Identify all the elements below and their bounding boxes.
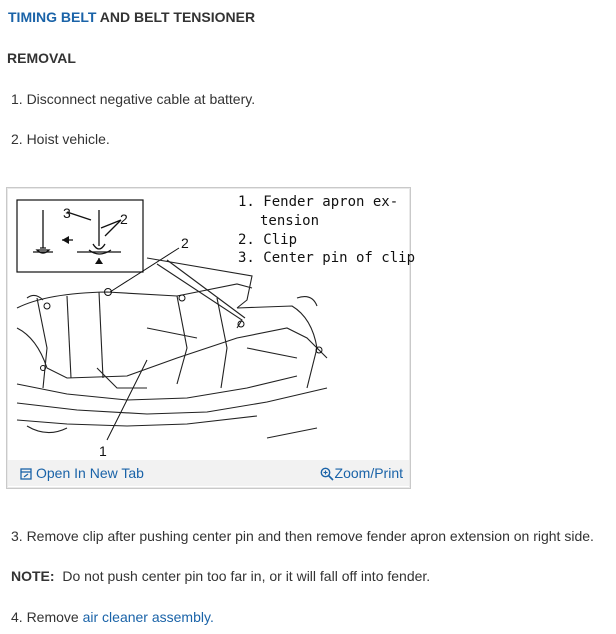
section-heading: REMOVAL: [7, 50, 76, 66]
zoom-print-link[interactable]: Zoom/Print: [320, 465, 403, 481]
title-link[interactable]: TIMING BELT: [8, 9, 97, 25]
legend-3: 3. Center pin of clip: [238, 250, 415, 266]
open-tab-label: Open In New Tab: [36, 465, 144, 481]
legend-2: 2. Clip: [238, 232, 297, 248]
new-tab-icon: [20, 468, 32, 480]
air-cleaner-link[interactable]: air cleaner assembly.: [82, 609, 214, 625]
note-label: NOTE:: [11, 568, 55, 584]
callout-2-inset: 2: [120, 211, 128, 227]
callout-3: 3: [63, 205, 71, 221]
step-4: 4. Remove air cleaner assembly.: [11, 609, 214, 625]
note-text: Do not push center pin too far in, or it…: [62, 568, 431, 584]
step-1: 1. Disconnect negative cable at battery.: [11, 91, 256, 107]
callout-2: 2: [181, 235, 189, 251]
legend-1: 1. Fender apron ex-: [238, 194, 398, 210]
open-in-new-tab-link[interactable]: Open In New Tab: [20, 465, 144, 481]
figure-panel: 3 2 2 1 1. Fender apron ex- tension 2. C…: [6, 187, 415, 489]
legend-1b: tension: [260, 213, 319, 229]
step-2: 2. Hoist vehicle.: [11, 131, 110, 147]
page-title: TIMING BELT AND BELT TENSIONER: [8, 9, 255, 25]
zoom-label: Zoom/Print: [334, 465, 403, 481]
fender-diagram: 3 2 2 1 1. Fender apron ex- tension 2. C…: [16, 194, 415, 459]
zoom-magnifier-icon: [320, 467, 334, 481]
note: NOTE: Do not push center pin too far in,…: [11, 568, 430, 584]
step-3: 3. Remove clip after pushing center pin …: [11, 528, 594, 544]
step-4-prefix: 4. Remove: [11, 609, 79, 625]
title-rest: AND BELT TENSIONER: [99, 9, 256, 25]
figure-toolbar: Open In New Tab Zoom/Print: [8, 460, 409, 486]
callout-1: 1: [99, 443, 107, 459]
